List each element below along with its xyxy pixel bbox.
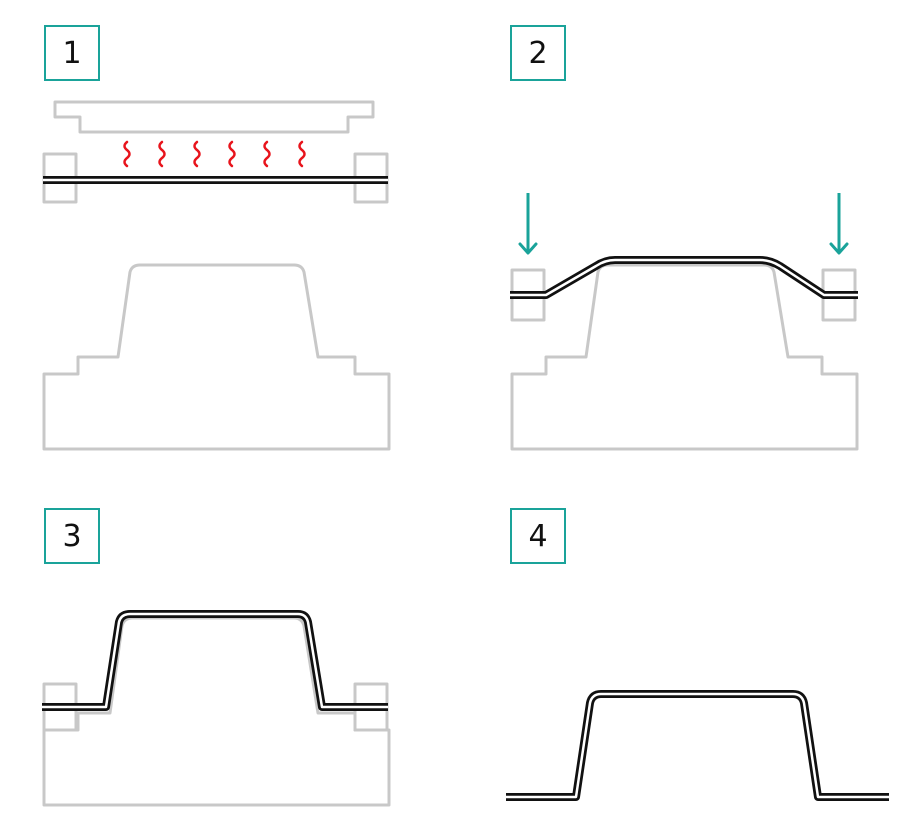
mold xyxy=(510,263,859,451)
heater-plate xyxy=(53,100,375,134)
formed-part xyxy=(506,690,889,801)
heat-waves xyxy=(123,140,306,168)
plastic-sheet xyxy=(42,610,388,711)
step-4-badge: 4 xyxy=(510,508,566,564)
step-3-panel xyxy=(42,610,391,807)
heat-wave xyxy=(193,140,201,168)
step-4-panel xyxy=(506,690,889,801)
step-3-badge: 3 xyxy=(44,508,100,564)
step-2-badge: 2 xyxy=(510,25,566,81)
mold xyxy=(42,263,391,451)
heat-wave xyxy=(263,140,271,168)
heat-wave xyxy=(298,140,306,168)
step-1-panel xyxy=(42,100,391,451)
heat-wave xyxy=(123,140,131,168)
right-down-arrow xyxy=(829,193,849,255)
step-2-panel xyxy=(510,193,859,451)
heat-wave xyxy=(228,140,236,168)
left-down-arrow xyxy=(518,193,538,255)
heat-wave xyxy=(158,140,166,168)
mold xyxy=(42,616,391,807)
step-1-badge: 1 xyxy=(44,25,100,81)
